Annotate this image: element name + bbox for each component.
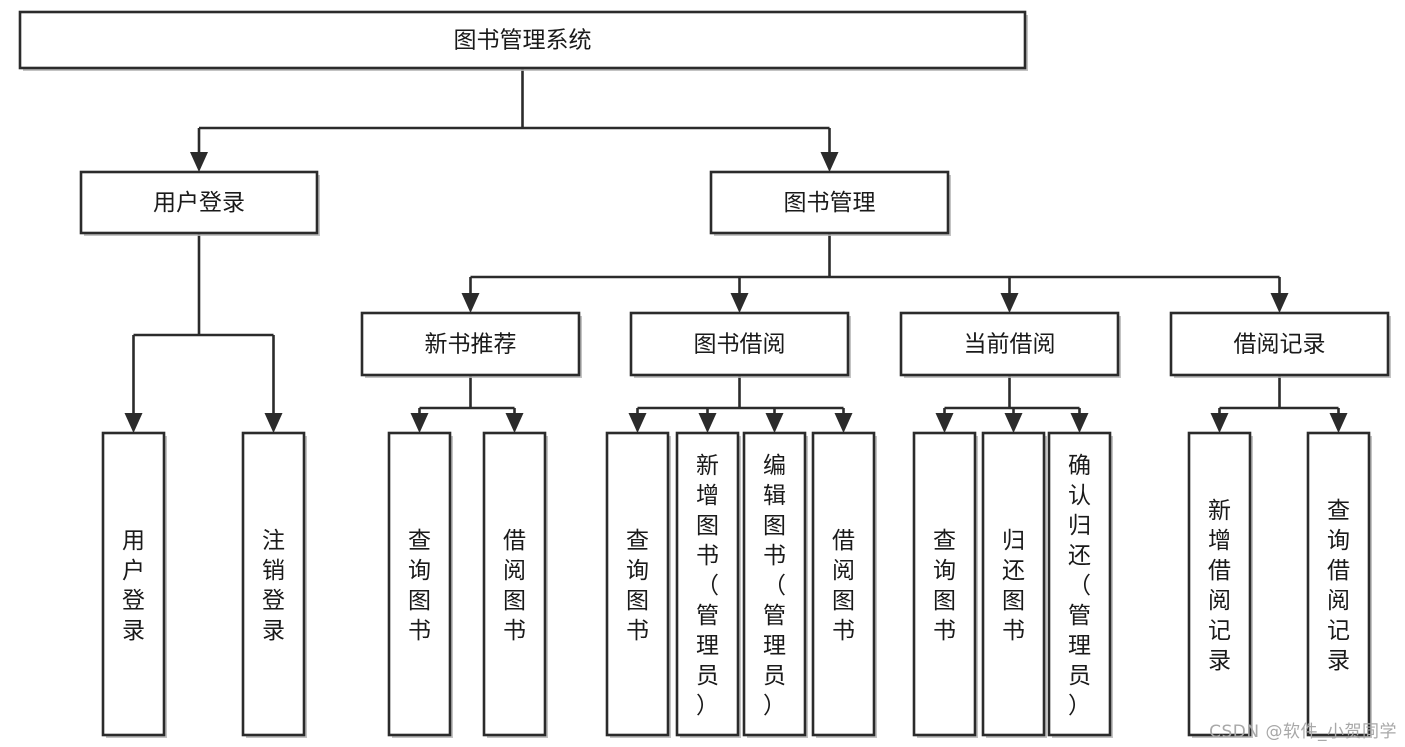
node-leaf-return-book-label: 归还图书 [1002, 528, 1025, 644]
borrow-to-leaves-arrow-1 [698, 413, 717, 433]
node-new-book-recommend-label: 新书推荐 [425, 332, 517, 358]
current-to-leaves-arrow-2 [1070, 413, 1089, 433]
borrow-to-leaves-arrow-2 [765, 413, 784, 433]
node-borrow-record[interactable]: 借阅记录 [1169, 311, 1391, 378]
node-leaf-return-book[interactable]: 归还图书 [981, 431, 1047, 738]
node-root-system[interactable]: 图书管理系统 [18, 10, 1028, 71]
node-leaf-borrow-book-2[interactable]: 借阅图书 [811, 431, 877, 738]
node-leaf-user-login-label: 用户登录 [122, 528, 145, 644]
node-user-login-label: 用户登录 [153, 190, 245, 216]
root-to-level2-arrow-0 [190, 152, 208, 172]
recommend-to-leaves-arrow-1 [505, 413, 524, 433]
root-to-level2-arrow-1 [820, 152, 839, 172]
books-to-level3-arrow-3 [1270, 293, 1289, 313]
node-leaf-user-logout-label: 注销登录 [262, 528, 285, 644]
record-to-leaves-arrow-1 [1329, 413, 1348, 433]
node-leaf-user-login[interactable]: 用户登录 [101, 431, 167, 738]
node-root-system-label: 图书管理系统 [454, 28, 592, 54]
node-leaf-borrow-book-1-label: 借阅图书 [503, 528, 526, 644]
node-leaf-query-book-2[interactable]: 查询图书 [605, 431, 671, 738]
node-leaf-add-book[interactable]: 新增图书（管理员） [675, 431, 741, 738]
node-user-login[interactable]: 用户登录 [79, 170, 320, 236]
connector-layer [124, 68, 1348, 433]
node-new-book-recommend[interactable]: 新书推荐 [360, 311, 582, 378]
node-leaf-add-record-label: 新增借阅记录 [1208, 498, 1231, 674]
node-layer: 图书管理系统用户登录图书管理新书推荐图书借阅当前借阅借阅记录用户登录注销登录查询… [18, 10, 1391, 738]
node-book-management-label: 图书管理 [784, 190, 876, 216]
node-leaf-user-logout[interactable]: 注销登录 [241, 431, 307, 738]
node-leaf-query-record[interactable]: 查询借阅记录 [1306, 431, 1372, 738]
current-to-leaves-arrow-0 [935, 413, 954, 433]
node-leaf-add-record[interactable]: 新增借阅记录 [1187, 431, 1253, 738]
node-leaf-confirm-return-label: 确认归还（管理员） [1068, 453, 1091, 719]
node-leaf-query-book-1[interactable]: 查询图书 [387, 431, 453, 738]
recommend-to-leaves-arrow-0 [410, 413, 429, 433]
node-book-management[interactable]: 图书管理 [709, 170, 951, 236]
node-current-borrow[interactable]: 当前借阅 [899, 311, 1121, 378]
node-leaf-query-book-2-label: 查询图书 [626, 528, 649, 644]
borrow-to-leaves-arrow-0 [628, 413, 647, 433]
node-book-borrow[interactable]: 图书借阅 [629, 311, 851, 378]
node-leaf-confirm-return[interactable]: 确认归还（管理员） [1047, 431, 1113, 738]
node-leaf-query-record-label: 查询借阅记录 [1327, 498, 1350, 674]
login-to-leaves-arrow-1 [264, 413, 283, 433]
node-current-borrow-label: 当前借阅 [964, 332, 1056, 358]
current-to-leaves-arrow-1 [1004, 413, 1023, 433]
borrow-to-leaves-arrow-3 [834, 413, 853, 433]
books-to-level3-arrow-1 [730, 293, 749, 313]
node-leaf-borrow-book-2-label: 借阅图书 [832, 528, 855, 644]
books-to-level3-arrow-2 [1000, 293, 1019, 313]
node-leaf-query-book-3-label: 查询图书 [933, 528, 956, 644]
node-leaf-edit-book-label: 编辑图书（管理员） [763, 453, 786, 719]
node-leaf-edit-book[interactable]: 编辑图书（管理员） [742, 431, 808, 738]
books-to-level3-arrow-0 [461, 293, 480, 313]
node-leaf-query-book-3[interactable]: 查询图书 [912, 431, 978, 738]
record-to-leaves-arrow-0 [1210, 413, 1229, 433]
node-leaf-query-book-1-label: 查询图书 [408, 528, 431, 644]
node-leaf-add-book-label: 新增图书（管理员） [696, 453, 719, 719]
node-book-borrow-label: 图书借阅 [694, 332, 786, 358]
login-to-leaves-arrow-0 [124, 413, 143, 433]
node-borrow-record-label: 借阅记录 [1234, 332, 1326, 358]
node-leaf-borrow-book-1[interactable]: 借阅图书 [482, 431, 548, 738]
